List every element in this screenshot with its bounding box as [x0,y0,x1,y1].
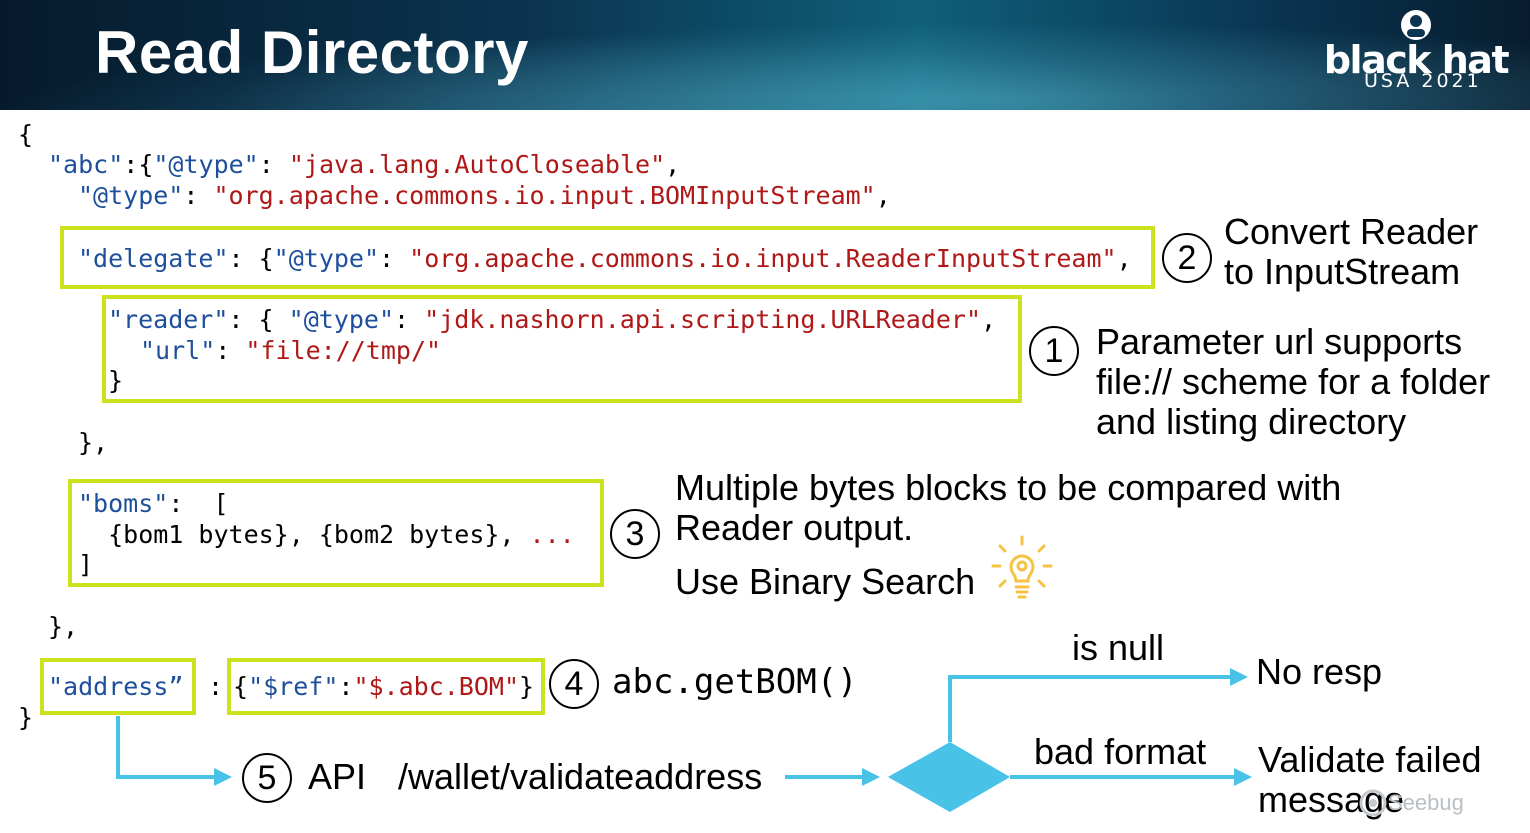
arrowhead-api [214,768,232,786]
logo-brand: black hat [1323,38,1510,82]
delegate-mid: : { [228,244,274,273]
api-path: /wallet/validateaddress [398,756,763,797]
url-colon: : [215,336,246,365]
ref-highlight-box [227,658,545,715]
logo-event: USA 2021 [1364,70,1482,92]
code-abc-close: }, [48,612,79,641]
boms-key: "boms" [78,489,169,518]
address-highlight-box [40,658,196,715]
delegate-value: "org.apache.commons.io.input.ReaderInput… [409,244,1117,273]
branch-no-resp: No resp [1256,651,1383,692]
abc-mid: :{ [123,150,154,179]
slide-header: Read Directory black hat USA 2021 [0,0,1530,110]
code-line-delegate: "delegate": {"@type": "org.apache.common… [78,244,1132,274]
blackhat-logo: black hat USA 2021 [1316,8,1516,98]
bom-ellipsis: ... [529,520,575,549]
abc-end: , [665,150,681,179]
reader-type-key: "@type" [288,305,394,334]
delegate-key: "delegate" [78,244,229,273]
abc-key: "abc" [48,150,124,179]
abc-colon: : [258,150,289,179]
api-label: API [308,756,367,797]
reader-highlight-box [102,295,1022,403]
seebug-watermark: Seebug [1388,790,1464,815]
delegate-highlight-box [60,226,1155,289]
step-2-badge: 2 [1162,233,1212,283]
arrowhead-validate [1234,768,1252,786]
reader-mid: : { [228,305,289,334]
code-ref: {"$ref":"$.abc.BOM"} [233,672,534,702]
code-line-abc: "abc":{"@type": "java.lang.AutoCloseable… [48,150,680,180]
type-key: "@type" [78,181,184,210]
note-get-bom: abc.getBOM() [612,662,858,702]
address-key: "address” [48,672,184,701]
delegate-type-key: "@type" [273,244,380,273]
step-5-badge: 5 [242,753,292,803]
header-background [0,0,1530,110]
url-key: "url" [140,336,216,365]
arrowhead-no-resp [1230,668,1248,686]
code-line-bom-items: {bom1 bytes}, {bom2 bytes}, ... [78,520,575,550]
type-value: "org.apache.commons.io.input.BOMInputStr… [213,181,876,210]
note-convert-reader: Convert Reader to InputStream [1224,211,1479,292]
note-binary-search: Use Binary Search [675,561,976,602]
arrow-to-no-resp [948,675,1232,742]
code-line-boms: "boms": [ [78,489,229,519]
code-line-reader: "reader": { "@type": "jdk.nashorn.api.sc… [108,305,996,335]
boms-mid: : [ [168,489,229,518]
boms-highlight-box [68,479,604,587]
step-4-badge: 4 [549,659,599,709]
seebug-icon [1359,789,1387,817]
reader-colon: : [394,305,425,334]
code-delegate-close: }, [78,428,109,457]
note-url-scheme: Parameter url supports file:// scheme fo… [1096,321,1491,442]
ref-open: { [233,672,249,701]
step-1-badge: 1 [1029,326,1079,376]
hat-logo-icon [1401,10,1431,40]
type-end: , [875,181,891,210]
ref-key: "$ref" [248,672,339,701]
branch-is-null-label: is null [1072,627,1165,668]
delegate-colon: : [379,244,410,273]
ref-close: } [519,672,535,701]
bom-items: {bom1 bytes}, {bom2 bytes}, [78,520,530,549]
code-boms-close: ] [78,550,94,579]
type-colon: : [183,181,214,210]
ref-colon: : [338,672,354,701]
code-address-key: "address” [48,672,183,702]
reader-value: "jdk.nashorn.api.scripting.URLReader" [424,305,982,334]
arrowhead-decision [862,768,880,786]
step-3-badge: 3 [610,509,660,559]
branch-bad-format-label: bad format [1034,731,1207,772]
arrow-address-to-api [116,716,218,779]
delegate-end: , [1116,244,1132,273]
ref-value: "$.abc.BOM" [353,672,520,701]
lightbulb-icon [991,535,1053,599]
abc-type-value: "java.lang.AutoCloseable" [288,150,666,179]
note-multiple-bytes: Multiple bytes blocks to be compared wit… [675,467,1342,548]
reader-key: "reader" [108,305,229,334]
reader-end: , [981,305,997,334]
abc-type-key: "@type" [153,150,259,179]
code-close-brace: } [18,703,34,732]
code-line-url: "url": "file://tmp/" [140,336,441,366]
slide-title: Read Directory [95,19,529,86]
code-line-type: "@type": "org.apache.commons.io.input.BO… [78,181,891,211]
decision-diamond [888,742,1010,812]
url-value: "file://tmp/" [245,336,442,365]
code-address-colon: : [193,672,224,701]
code-open-brace: { [18,120,34,149]
code-reader-close: } [108,366,124,395]
